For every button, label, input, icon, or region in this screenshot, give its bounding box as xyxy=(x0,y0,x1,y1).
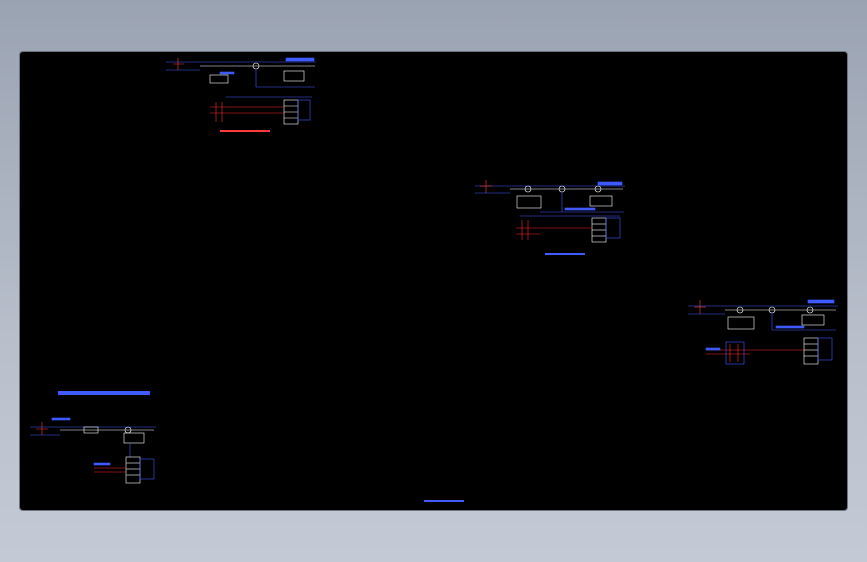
device-box-b2 xyxy=(589,195,613,207)
terminal-box-d xyxy=(139,458,155,480)
terminal-strip-c xyxy=(803,337,819,365)
device-box-c1 xyxy=(727,316,755,330)
terminal-strip-a xyxy=(283,99,299,125)
terminal-box-b xyxy=(605,217,621,239)
label-plate-c xyxy=(807,299,835,304)
schematic-block-a xyxy=(166,57,316,125)
terminal-box-a xyxy=(297,99,311,121)
label-plate-d xyxy=(51,417,71,421)
terminal-strip-b xyxy=(591,217,607,243)
label-plate-b xyxy=(597,181,623,186)
device-box-b1 xyxy=(516,195,542,209)
device-box-d1 xyxy=(123,432,145,444)
caption-bar-a xyxy=(220,130,270,132)
device-box-a1 xyxy=(209,74,229,84)
wires-a xyxy=(210,102,284,122)
wires-b xyxy=(516,220,592,240)
caption-bar-b xyxy=(545,253,585,255)
ground-symbol-c xyxy=(694,300,706,314)
schematic-block-d xyxy=(30,417,156,484)
ground-symbol-a xyxy=(173,58,184,70)
cad-model-space[interactable] xyxy=(20,52,847,510)
cad-drawing-canvas[interactable] xyxy=(20,52,847,510)
heading-bar-d xyxy=(58,391,150,395)
ground-symbol-d xyxy=(36,422,48,435)
ground-symbol-b xyxy=(480,180,492,193)
terminal-strip-d xyxy=(125,456,141,484)
schematic-block-b xyxy=(475,180,625,243)
footer-bar xyxy=(424,500,464,502)
wires-d xyxy=(94,467,126,473)
terminal-box-c xyxy=(817,337,833,361)
device-box-c2 xyxy=(801,314,825,326)
label-plate-a xyxy=(285,57,315,62)
schematic-block-c xyxy=(688,299,838,365)
wires-c xyxy=(706,344,804,362)
device-box-a2 xyxy=(283,70,305,82)
